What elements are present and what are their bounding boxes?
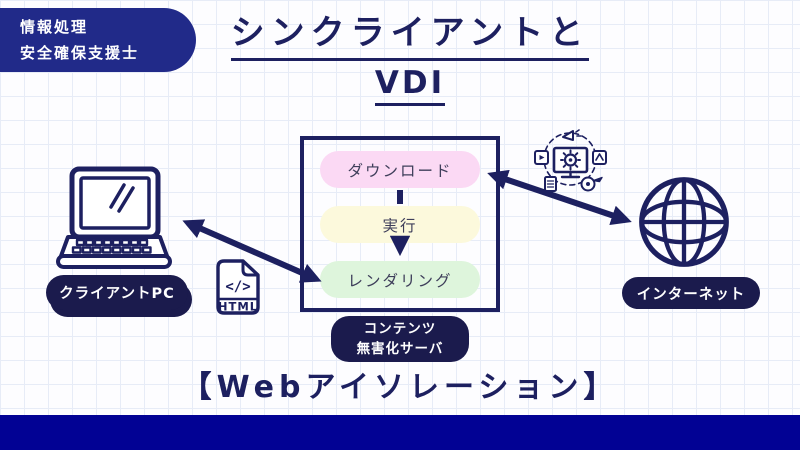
title-line1: シンクライアントと — [230, 12, 590, 61]
certification-badge: 情報処理 安全確保支援士 — [0, 8, 196, 72]
web-content-icon — [534, 129, 607, 192]
html-icon-label: HTML — [218, 300, 258, 314]
server-badge-line1: コンテンツ — [363, 320, 437, 337]
page-title: シンクライアントと VDI — [200, 12, 620, 107]
html-file-icon: </> HTML — [216, 259, 260, 315]
badge-line2: 安全確保支援士 — [20, 43, 140, 62]
client-pc-label: クライアントPC — [46, 275, 188, 310]
footer-bar — [0, 415, 800, 450]
caption-web-isolation: 【Webアイソレーション】 — [181, 370, 619, 405]
step-download: ダウンロード — [320, 151, 480, 188]
step-execute: 実行 — [320, 206, 480, 243]
laptop-icon — [56, 166, 172, 269]
internet-label-text: インターネット — [636, 286, 746, 303]
badge-line1: 情報処理 — [20, 18, 89, 36]
step-rendering-label: レンダリング — [347, 271, 453, 290]
step-rendering: レンダリング — [320, 261, 480, 298]
server-badge-line2: 無害化サーバ — [356, 341, 444, 357]
step-execute-label: 実行 — [382, 216, 418, 235]
globe-icon — [639, 177, 729, 267]
internet-label: インターネット — [622, 277, 760, 309]
step-download-label: ダウンロード — [347, 161, 453, 180]
title-line2: VDI — [374, 65, 446, 107]
sanitization-server-badge: コンテンツ 無害化サーバ — [331, 316, 469, 362]
html-icon-code-glyph: </> — [225, 279, 250, 295]
client-pc-label-text: クライアントPC — [59, 286, 175, 302]
